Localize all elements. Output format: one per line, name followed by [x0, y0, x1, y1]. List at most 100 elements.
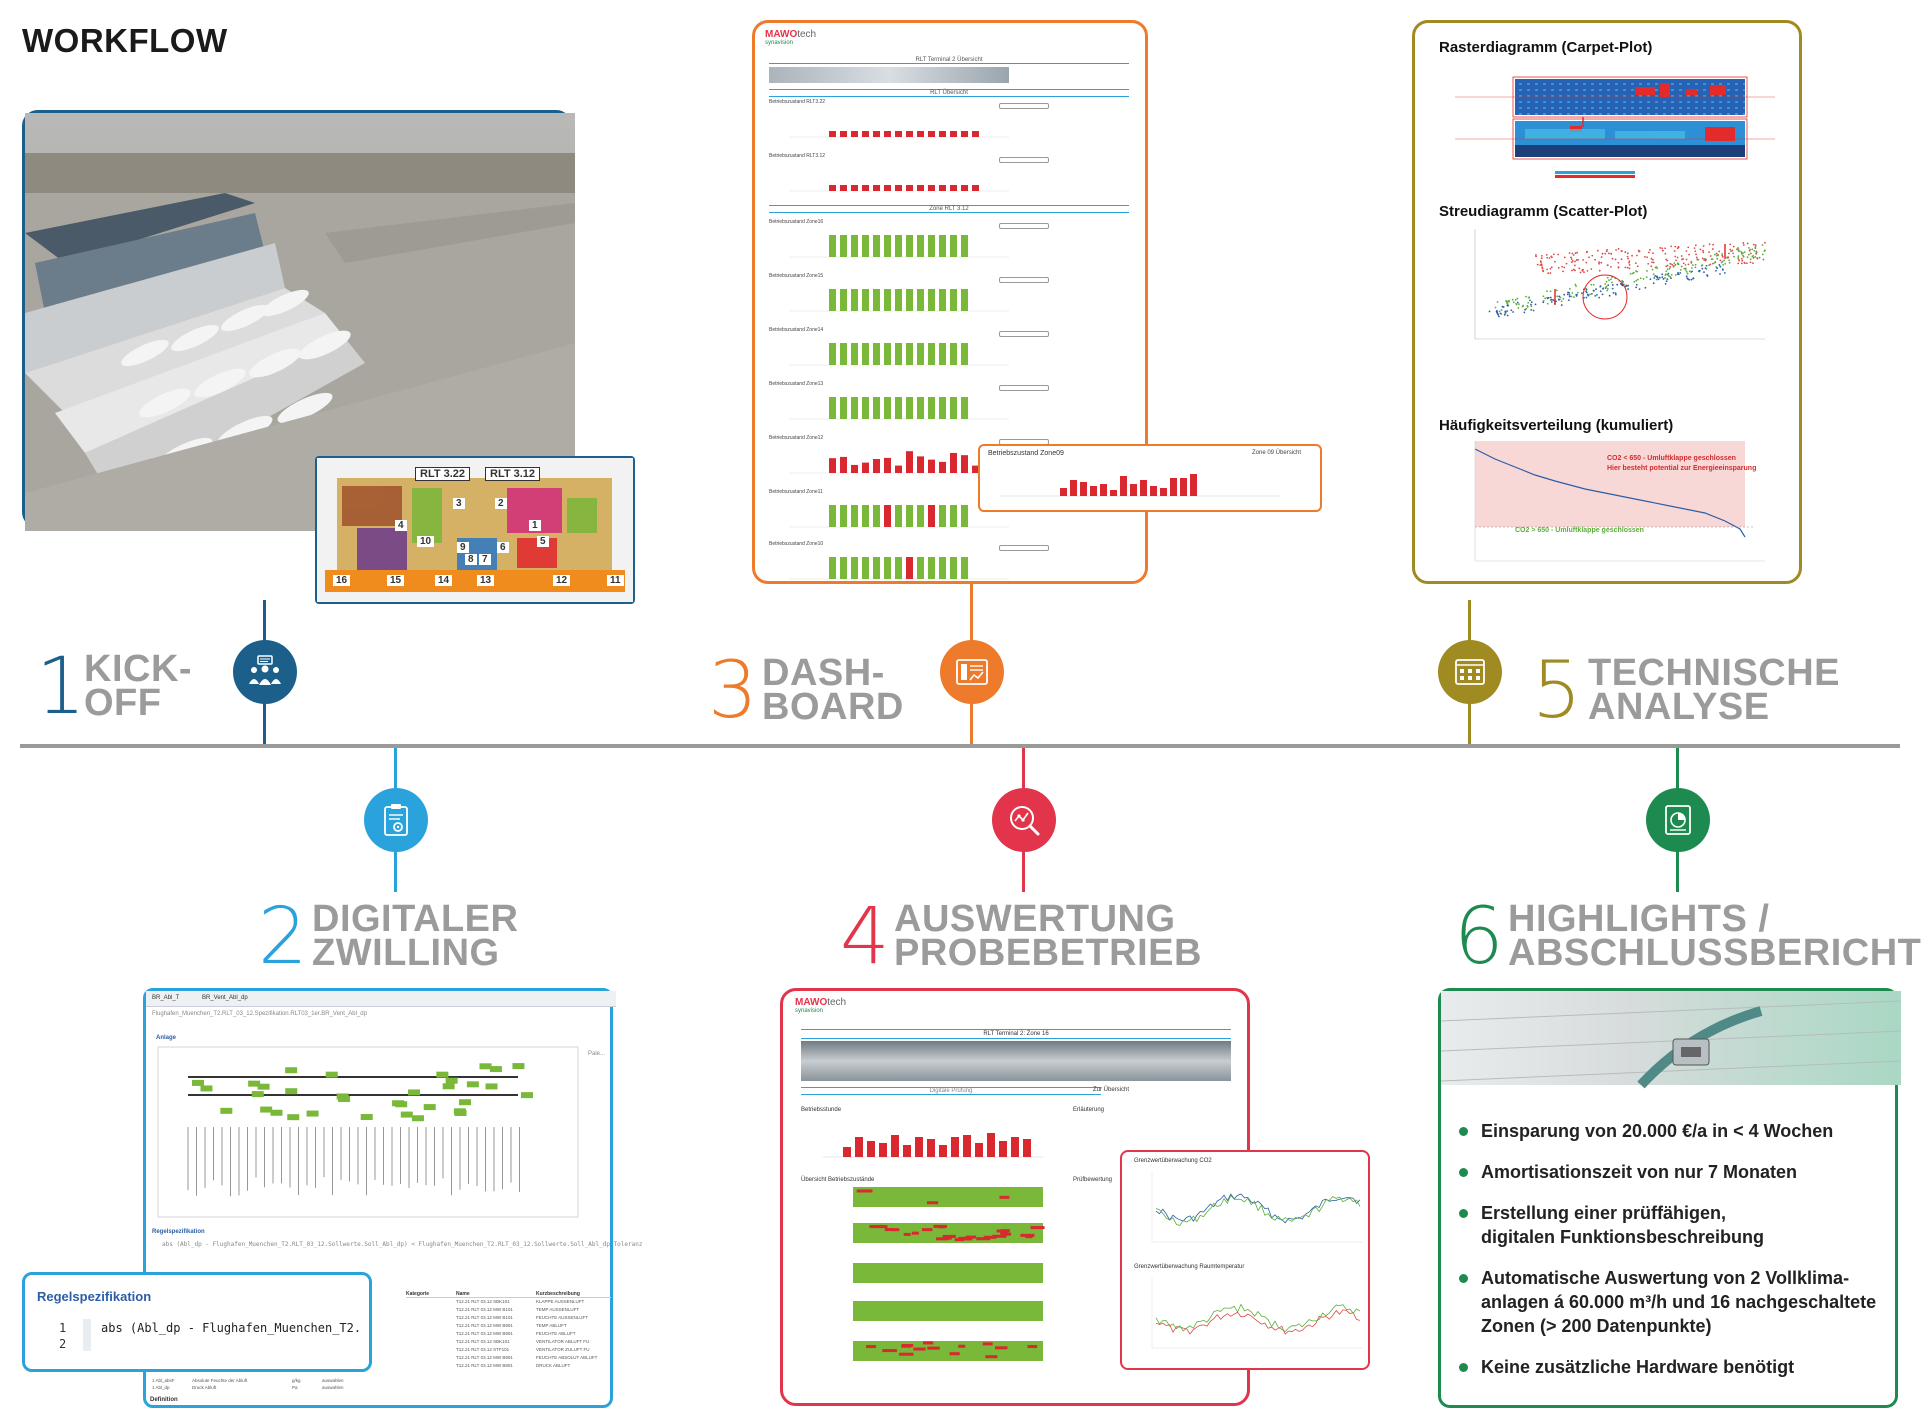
- scatter-dot: [1586, 269, 1589, 272]
- dashboard-bar: [873, 505, 880, 527]
- floorplan-texture: [325, 478, 625, 592]
- dashboard-row-link[interactable]: [999, 103, 1049, 109]
- zone-badge: 1: [529, 520, 541, 531]
- scatter-dot: [1546, 290, 1548, 293]
- scatter-dot: [1752, 254, 1755, 257]
- popup-bar: [1150, 486, 1157, 496]
- scatter-dot: [1606, 289, 1609, 292]
- twin-tab-1[interactable]: BR_Abl_T: [152, 995, 180, 1001]
- scatter-dot: [1530, 303, 1532, 306]
- dashboard-bar: [928, 397, 935, 419]
- scatter-dot: [1550, 266, 1553, 269]
- eval-hero: [801, 1041, 1231, 1081]
- twin-datapoint: [454, 1109, 467, 1116]
- scatter-dot: [1558, 298, 1561, 301]
- zoom-title: Regelspezifikation: [37, 1289, 152, 1304]
- zoom-code[interactable]: abs (Abl_dp - Flughafen_Muenchen_T2.: [101, 1321, 362, 1335]
- scatter-dot: [1702, 249, 1704, 252]
- scatter-dot: [1754, 244, 1757, 247]
- popup-link[interactable]: Zone 09 Übersicht: [1252, 450, 1302, 456]
- dashboard-row-link[interactable]: [999, 545, 1049, 551]
- dashboard-bar: [840, 185, 847, 191]
- scatter-dot: [1546, 297, 1549, 300]
- scatter-dot: [1635, 283, 1638, 286]
- dashboard-bar: [972, 131, 979, 137]
- eval-bar: [879, 1143, 887, 1157]
- status-fault: [901, 1344, 914, 1348]
- eval-link[interactable]: Zur Übersicht: [1093, 1087, 1130, 1093]
- dashboard-bar: [895, 185, 902, 191]
- dashboard-bar: [884, 505, 891, 527]
- scatter-dot: [1723, 272, 1726, 274]
- scatter-dot: [1679, 269, 1682, 271]
- dashboard-row-chart: [789, 451, 1009, 474]
- dashboard-row-link[interactable]: [999, 223, 1049, 229]
- popup-bar: [1060, 488, 1067, 496]
- dashboard-bar: [928, 131, 935, 137]
- scatter-dot: [1664, 252, 1667, 255]
- dashboard-bar: [895, 557, 902, 579]
- dashboard-row-label: Betriebszustand Zone10: [769, 541, 824, 547]
- scatter-dot: [1639, 277, 1642, 280]
- scatter-dot: [1718, 264, 1721, 266]
- scatter-dot: [1488, 310, 1491, 313]
- scatter-dot: [1761, 244, 1764, 246]
- twin-tab-2[interactable]: BR_Vent_Abl_dp: [202, 995, 248, 1001]
- scatter-dot: [1719, 273, 1721, 275]
- scatter-dot: [1633, 280, 1636, 283]
- twin-datapoint: [436, 1071, 449, 1078]
- dashboard-row-link[interactable]: [999, 331, 1049, 337]
- scatter-dot: [1567, 291, 1569, 294]
- step5-number: 5: [1532, 646, 1582, 736]
- scatter-dot: [1724, 262, 1727, 265]
- popup-bar: [1080, 482, 1087, 496]
- scatter-dot: [1636, 265, 1639, 268]
- scatter-dot: [1602, 287, 1604, 290]
- eval-bar: [1011, 1137, 1019, 1157]
- dashboard-bar: [928, 343, 935, 365]
- scatter-dot: [1604, 287, 1607, 289]
- highlight-text-cont: digitalen Funktionsbeschreibung: [1481, 1227, 1765, 1247]
- scatter-dot: [1673, 265, 1675, 267]
- scatter-dot: [1612, 292, 1615, 294]
- dashboard-bar: [884, 343, 891, 365]
- twin-datapoint: [251, 1091, 264, 1098]
- eval-bar: [843, 1147, 851, 1157]
- dashboard-row-link[interactable]: [999, 277, 1049, 283]
- status-fault: [942, 1234, 956, 1238]
- scatter-dot: [1601, 252, 1604, 255]
- dashboard-row-link[interactable]: [999, 157, 1049, 163]
- timeline-axis: [20, 744, 1900, 748]
- scatter-dot: [1579, 271, 1582, 274]
- highlight-text: Amortisationszeit von nur 7 Monaten: [1481, 1162, 1798, 1182]
- twin-footer-tab[interactable]: Definition: [150, 1397, 178, 1403]
- scatter-dot: [1749, 261, 1752, 264]
- scatter-dot: [1606, 276, 1609, 279]
- dashboard-row-chart: [789, 289, 1009, 312]
- scatter-dot: [1635, 286, 1638, 289]
- twin-rule-line[interactable]: abs (Abl_dp - Flughafen_Muenchen_T2.RLT_…: [162, 1241, 643, 1248]
- scatter-dot: [1614, 292, 1617, 295]
- highlight-item: Amortisationszeit von nur 7 Monaten: [1457, 1160, 1887, 1184]
- scatter-dot: [1674, 264, 1677, 266]
- dashboard-bar: [862, 185, 869, 191]
- step4-label-line1: AUSWERTUNG: [894, 898, 1176, 940]
- dashboard-row-link[interactable]: [999, 385, 1049, 391]
- popup-bar: [1100, 484, 1107, 496]
- scatter-dot: [1571, 292, 1574, 294]
- status-fault: [873, 1225, 888, 1229]
- scatter-dot: [1748, 253, 1750, 256]
- scatter-dot: [1516, 297, 1519, 300]
